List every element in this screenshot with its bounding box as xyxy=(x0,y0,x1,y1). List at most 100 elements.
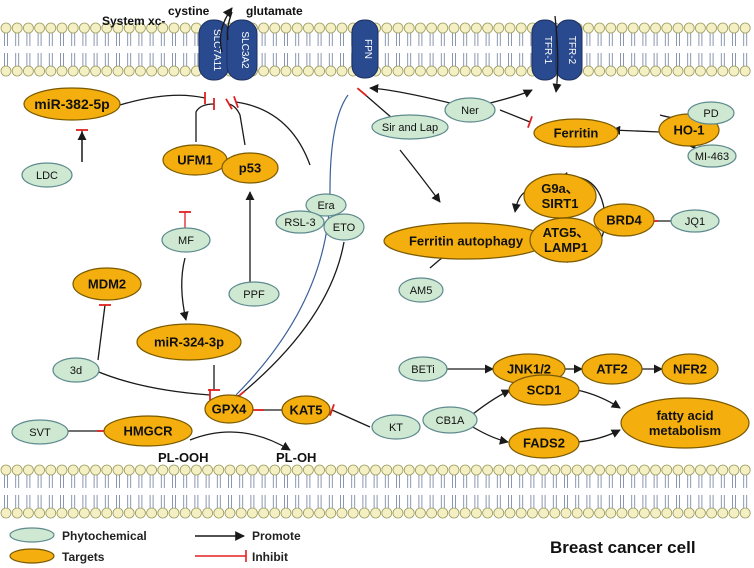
node-brd4: BRD4 xyxy=(593,203,655,237)
edge-mir382-systemxc xyxy=(119,94,206,106)
node-mir324-label: miR-324-3p xyxy=(154,335,224,350)
edge-eto-gpx4 xyxy=(239,241,345,396)
node-svt-label: SVT xyxy=(29,427,51,439)
fpn-label: FPN xyxy=(362,39,373,59)
legend-phytochemical-label: Phytochemical xyxy=(62,529,147,543)
edge-fads2-fatty xyxy=(576,429,621,443)
node-ldc-label: LDC xyxy=(36,170,58,182)
edge-ufm1-systemxc xyxy=(195,103,215,142)
node-gpx4-label: GPX4 xyxy=(212,402,247,417)
node-atf2: ATF2 xyxy=(581,353,643,385)
system-xc-label: System xc- xyxy=(102,14,165,28)
node-jq1-label: JQ1 xyxy=(685,216,705,228)
cell-membrane-bottom xyxy=(0,464,751,519)
node-p53-label: p53 xyxy=(239,161,261,176)
node-mi463: MI-463 xyxy=(687,144,737,168)
node-ner-label: Ner xyxy=(461,105,479,117)
legend-phytochemical-swatch xyxy=(9,527,55,543)
node-pd-label: PD xyxy=(703,108,718,120)
edge-kt-kat5-bar xyxy=(329,404,335,416)
node-scd1: SCD1 xyxy=(508,374,580,406)
legend-targets-label: Targets xyxy=(62,550,105,564)
node-pd: PD xyxy=(687,101,735,125)
node-brd4-label: BRD4 xyxy=(606,213,642,228)
legend-targets-swatch xyxy=(9,548,55,564)
node-mdm2: MDM2 xyxy=(72,267,142,301)
node-rsl3-label: RSL-3 xyxy=(284,217,315,229)
node-hmgcr: HMGCR xyxy=(103,415,193,447)
edge-p53-systemxc-bar xyxy=(225,98,233,110)
node-fads2: FADS2 xyxy=(508,427,580,459)
edge-plooh-ploh xyxy=(189,431,291,451)
node-mi463-label: MI-463 xyxy=(695,151,729,163)
node-kat5-label: KAT5 xyxy=(290,403,323,418)
node-eto: ETO xyxy=(323,213,365,241)
node-atg5-lamp1-label: ATG5、 xyxy=(543,225,590,240)
node-kat5: KAT5 xyxy=(281,395,331,425)
legend-inhibit-label: Inhibit xyxy=(252,550,288,564)
node-cb1a: CB1A xyxy=(422,406,478,434)
tfr-channel: TFR-1 TFR-2 xyxy=(531,19,583,81)
edge-kt-kat5 xyxy=(331,409,371,428)
node-ufm1: UFM1 xyxy=(162,144,228,176)
node-g9a-sirt1: G9a、SIRT1 xyxy=(523,173,597,219)
node-ferritin: Ferritin xyxy=(533,118,619,148)
node-mir382: miR-382-5p xyxy=(23,87,121,121)
edge-ner-ferritin-bar xyxy=(527,116,533,128)
node-sirlap: Sir and Lap xyxy=(371,114,449,140)
edge-era-systemxc-bar xyxy=(233,96,239,108)
node-era: Era xyxy=(305,193,347,217)
node-ferritin-label: Ferritin xyxy=(554,126,599,141)
node-scd1-label: SCD1 xyxy=(527,383,562,398)
node-atf2-label: ATF2 xyxy=(596,362,628,377)
node-ldc: LDC xyxy=(21,162,73,188)
slc3a2-label: SLC3A2 xyxy=(239,31,250,69)
edge-sirlap-fpn xyxy=(361,91,393,119)
node-fads2-label: FADS2 xyxy=(523,436,565,451)
edge-3d-gpx4 xyxy=(93,369,211,396)
node-am5-label: AM5 xyxy=(410,285,433,297)
node-atg5-lamp1-label: LAMP1 xyxy=(544,240,588,255)
node-mf-label: MF xyxy=(178,235,194,247)
node-eto-label: ETO xyxy=(333,222,356,234)
node-jq1: JQ1 xyxy=(670,209,720,233)
edge-ho1-ferritin xyxy=(611,125,661,135)
tfr2-label: TFR-2 xyxy=(566,36,577,65)
node-ferritin-autophagy: Ferritin autophagy xyxy=(383,222,549,260)
legend: Phytochemical Targets Promote Inhibit xyxy=(9,527,301,564)
legend-promote-label: Promote xyxy=(252,529,301,543)
node-am5: AM5 xyxy=(398,277,444,303)
edge-tfr-path xyxy=(552,15,562,93)
node-ferritin-autophagy-label: Ferritin autophagy xyxy=(409,234,524,249)
node-fatty-acid-metabolism-label: fatty acid xyxy=(656,408,713,423)
node-3d-label: 3d xyxy=(70,365,82,377)
node-kt-label: KT xyxy=(389,422,403,434)
node-ppf-label: PPF xyxy=(243,289,265,301)
system-xc-transporter: SLC7A11 SLC3A2 xyxy=(198,19,258,81)
pl-ooh-label: PL-OOH xyxy=(158,450,209,465)
edge-sirlap-autophagy xyxy=(399,149,441,203)
node-g9a-sirt1-label: SIRT1 xyxy=(542,196,579,211)
edge-sirlap-fpn-bar xyxy=(356,87,368,97)
edge-fpn-connector xyxy=(235,94,349,396)
node-beti: BETi xyxy=(398,356,448,382)
fpn-channel: FPN xyxy=(351,19,379,79)
node-rsl3: RSL-3 xyxy=(275,210,325,234)
node-mir324: miR-324-3p xyxy=(136,323,242,361)
node-mf: MF xyxy=(161,227,211,253)
caption: Breast cancer cell xyxy=(550,538,696,557)
node-jnk-label: JNK1/2 xyxy=(507,362,551,377)
node-sirlap-label: Sir and Lap xyxy=(382,122,438,134)
node-cb1a-label: CB1A xyxy=(436,415,465,427)
node-3d: 3d xyxy=(52,357,100,383)
node-mdm2-label: MDM2 xyxy=(88,277,126,292)
slc7a11-label: SLC7A11 xyxy=(211,29,222,72)
node-kt: KT xyxy=(371,414,421,440)
node-nfr2: NFR2 xyxy=(661,353,719,385)
node-p53: p53 xyxy=(221,152,279,184)
node-svt: SVT xyxy=(11,419,69,445)
cystine-label: cystine xyxy=(168,4,210,18)
node-nfr2-label: NFR2 xyxy=(673,362,707,377)
glutamate-label: glutamate xyxy=(246,4,303,18)
